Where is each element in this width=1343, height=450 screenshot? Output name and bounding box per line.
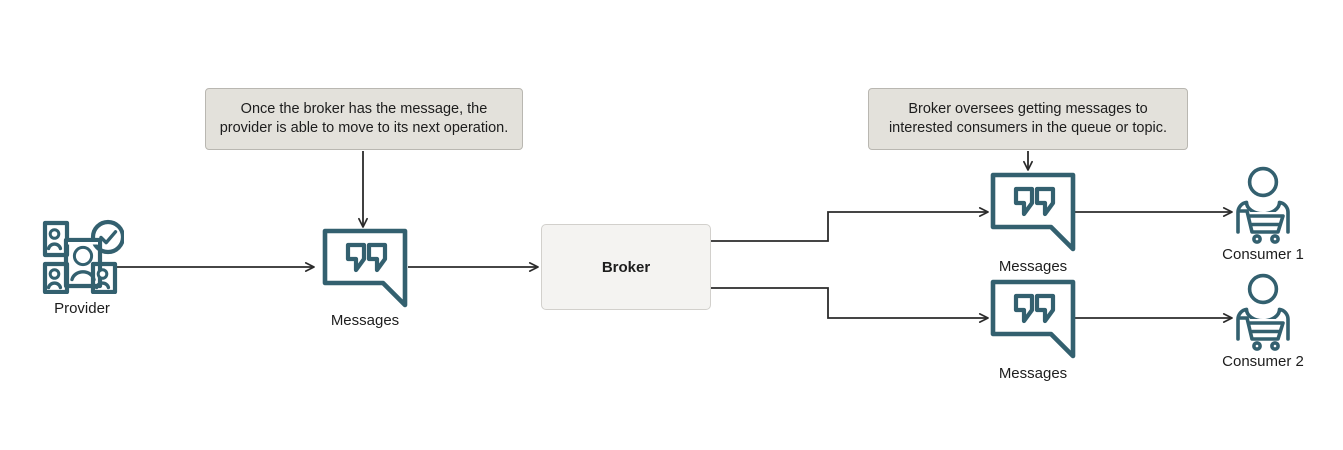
node-consumer-2[interactable]	[1232, 273, 1294, 357]
message-bubble-quotes-icon	[990, 172, 1076, 252]
node-messages-bottom[interactable]	[990, 279, 1076, 359]
connector-broker-to-messages-top	[711, 207, 989, 242]
message-bubble-quotes-icon	[322, 228, 408, 308]
node-provider[interactable]	[40, 216, 124, 294]
message-bubble-quotes-icon	[990, 279, 1076, 359]
consumer-cart-person-icon	[1236, 273, 1290, 351]
callout-provider: Once the broker has the message, the pro…	[205, 88, 523, 150]
consumer-cart-person-icon	[1236, 166, 1290, 244]
label-messages-top: Messages	[998, 258, 1068, 275]
node-broker[interactable]: Broker	[541, 224, 711, 310]
connector-broker-to-messages-bottom	[711, 287, 989, 323]
label-consumer-1: Consumer 1	[1222, 246, 1304, 263]
label-provider: Provider	[54, 300, 110, 317]
provider-group-check-icon	[42, 219, 124, 294]
node-messages-provider[interactable]	[322, 228, 408, 308]
label-messages-bottom: Messages	[998, 365, 1068, 382]
label-consumer-2: Consumer 2	[1222, 353, 1304, 370]
node-consumer-1[interactable]	[1232, 166, 1294, 250]
node-messages-top[interactable]	[990, 172, 1076, 252]
callout-broker: Broker oversees getting messages to inte…	[868, 88, 1188, 150]
label-messages-provider: Messages	[330, 312, 400, 329]
